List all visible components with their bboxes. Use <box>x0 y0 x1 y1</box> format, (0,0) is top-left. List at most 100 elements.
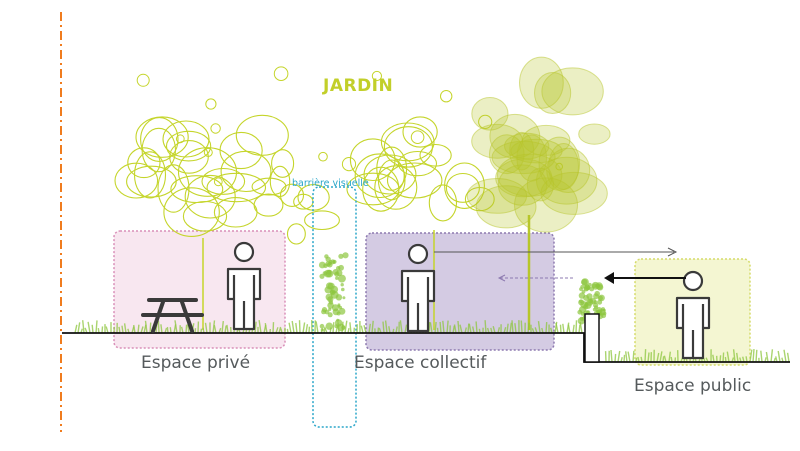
hedge-leaf <box>328 283 335 290</box>
grass-blade <box>563 324 564 333</box>
grass-blade <box>766 352 768 362</box>
canopy-dot <box>206 99 216 109</box>
grass-blade <box>648 353 649 363</box>
hedge-leaf <box>326 270 334 278</box>
hedge-leaf <box>336 319 339 322</box>
grass-blade <box>576 320 577 333</box>
canopy-loop <box>163 121 209 157</box>
grass-blade <box>573 325 574 333</box>
grass-blade <box>350 322 351 333</box>
grass-blade <box>624 355 625 362</box>
canopy-loop <box>288 224 306 244</box>
grass-blade <box>92 325 93 333</box>
canopy-loop <box>305 211 340 230</box>
canopy-loop <box>254 194 283 216</box>
grass-blade <box>750 350 752 362</box>
tree-icon <box>467 57 610 232</box>
canopy-blob <box>542 68 603 115</box>
canopy-loop <box>429 185 456 221</box>
grass-blade <box>333 322 334 333</box>
hedge-leaf <box>595 282 603 290</box>
canopy-blob <box>547 148 590 192</box>
grass-blade <box>150 323 151 333</box>
hedge-leaf <box>589 286 594 291</box>
grass-blade <box>753 349 754 362</box>
grass-blade <box>102 326 103 333</box>
hedge-leaf <box>319 262 326 269</box>
canopy-dot <box>211 124 220 133</box>
diagram-title: JARDIN <box>323 76 393 96</box>
grass-blade <box>720 355 721 362</box>
grass-blade <box>579 325 580 333</box>
grass-blade <box>75 325 77 333</box>
grass-blade <box>364 325 366 333</box>
grass-blade <box>273 322 274 333</box>
grass-blade <box>626 351 627 362</box>
grass-blade <box>784 350 786 362</box>
zone-label-collectif: Espace collectif <box>354 353 486 373</box>
canopy-dot <box>411 131 424 144</box>
canopy-dot <box>441 91 452 102</box>
hedge-leaf <box>596 307 603 314</box>
hedge-leaf <box>324 254 328 258</box>
grass-blade <box>468 324 469 333</box>
canopy-loop <box>375 166 417 209</box>
grass-blade <box>289 323 291 333</box>
hedge-leaf <box>584 285 590 291</box>
bollard-icon <box>585 314 599 362</box>
hedge-leaf <box>341 288 345 292</box>
hedge-leaf <box>332 304 339 311</box>
grass-blade <box>485 320 486 333</box>
hedge-leaf <box>594 291 600 297</box>
hedge-leaf <box>336 266 340 270</box>
zone-label-prive: Espace privé <box>141 353 250 373</box>
grass-blade <box>158 321 159 333</box>
grass-blade <box>476 321 477 333</box>
grass-blade <box>83 320 84 333</box>
grass-blade <box>771 349 772 362</box>
canopy-dot <box>137 74 149 86</box>
grass-blade <box>106 327 108 334</box>
grass-blade <box>756 350 757 362</box>
grass-blade <box>645 349 646 362</box>
grass-blade <box>628 352 630 362</box>
hedge-leaf <box>319 274 324 279</box>
hedge-leaf <box>327 262 333 268</box>
canopy-dot <box>319 152 328 161</box>
hedge-leaf <box>342 296 345 299</box>
grass-blade <box>338 322 339 333</box>
barrier-label: barrière visuelle <box>292 178 369 189</box>
grass-blade <box>316 321 318 333</box>
grass-blade <box>122 326 123 333</box>
grass-blade <box>342 322 343 333</box>
grass-blade <box>546 322 547 333</box>
grass-blade <box>300 320 301 333</box>
canopy-blob <box>476 186 536 228</box>
grass-blade <box>361 326 363 333</box>
zone-label-public: Espace public <box>634 376 751 396</box>
grass-blade <box>138 325 139 333</box>
canopy-loop <box>136 117 188 157</box>
canopy-blob <box>579 124 610 144</box>
hedge-leaf <box>332 260 335 263</box>
grass-blade <box>303 323 305 334</box>
hedge-leaf <box>338 275 346 283</box>
canopy-loop <box>272 150 294 178</box>
hedge-leaf <box>342 252 348 258</box>
grass-blade <box>88 322 90 333</box>
grass-blade <box>440 322 441 333</box>
grass-blade <box>324 327 325 333</box>
grass-blade <box>383 322 384 333</box>
grass-blade <box>119 327 120 333</box>
grass-blade <box>306 324 307 333</box>
grass-blade <box>96 320 97 333</box>
hedge-leaf <box>325 310 330 315</box>
canopy-dot <box>342 158 355 171</box>
grass-blade <box>345 321 347 333</box>
canopy-loop <box>355 154 404 198</box>
grass-blade <box>186 325 187 333</box>
canopy-dot <box>274 67 288 81</box>
grass-blade <box>556 323 558 333</box>
hedge-leaf <box>586 293 592 299</box>
